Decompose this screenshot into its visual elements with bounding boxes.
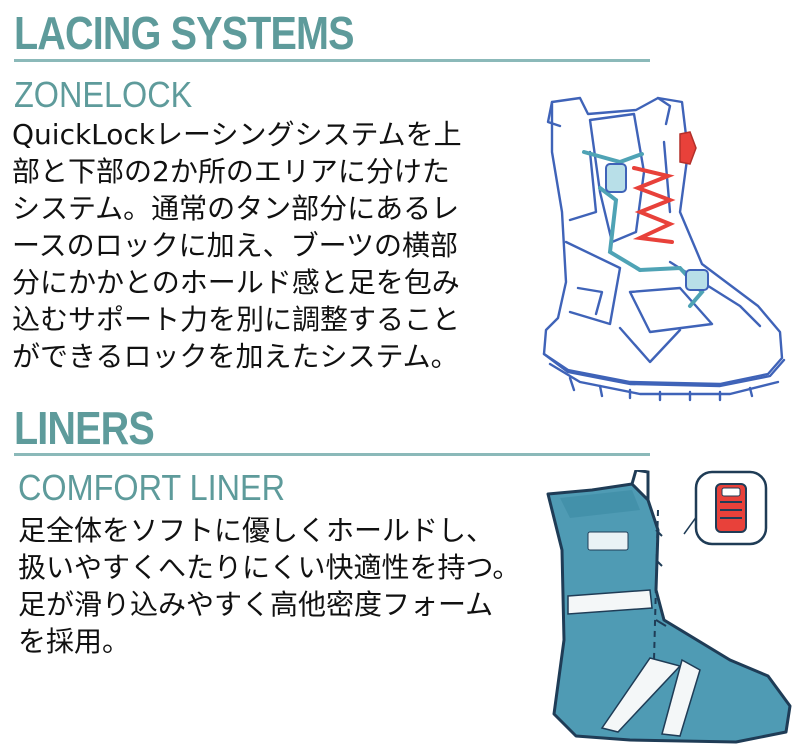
description-line: 扱いやすくへたりにくい快適性を持つ。 [18,551,521,584]
description-line: QuickLockレーシングシステムを上 [12,118,462,151]
zonelock-description: QuickLockレーシングシステムを上 部と下部の2か所のエリアに分けた シス… [12,116,462,375]
description-line: 足全体をソフトに優しくホールドし、 [18,514,495,547]
description-line: 部と下部の2か所のエリアに分けた [12,155,450,188]
snowboard-boot-illustration [542,96,786,402]
subheading-zonelock: ZONELOCK [14,74,193,115]
section-heading-lacing: LACING SYSTEMS [14,7,355,59]
heading-divider [14,453,650,456]
description-line: 足が滑り込みやすく高他密度フォーム [18,588,494,621]
subheading-comfort-liner: COMFORT LINER [18,467,286,508]
description-line: を採用。 [18,625,131,658]
description-line: ースのロックに加え、ブーツの横部 [12,229,459,262]
description-line: システム。通常のタン部分にあるレ [12,192,460,225]
section-heading-liners: LINERS [14,402,155,454]
heading-divider [14,59,650,62]
description-line: 分にかかとのホールド感と足を包み [12,266,460,299]
comfort-liner-illustration [546,470,792,744]
description-line: ができるロックを加えたシステム。 [12,340,459,373]
comfort-liner-description: 足全体をソフトに優しくホールドし、 扱いやすくへたりにくい快適性を持つ。 足が滑… [18,512,520,660]
description-line: 込むサポート力を別に調整すること [12,303,461,336]
liner-tag-badge-icon [694,470,768,546]
